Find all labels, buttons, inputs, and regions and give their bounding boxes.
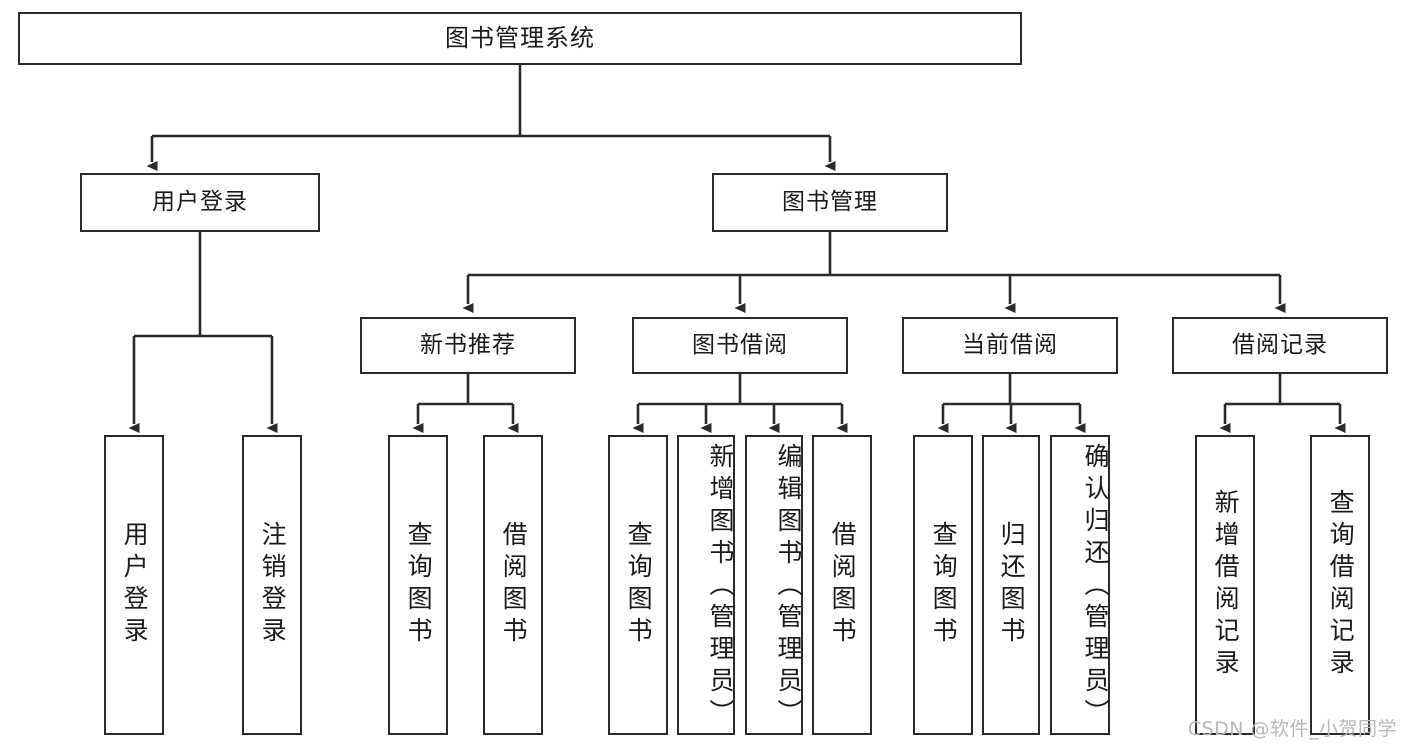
leaf-user-login-label: 用户登录 [120, 521, 150, 649]
leaf-borrow-book-1-label: 借阅图书 [499, 521, 529, 649]
leaf-query-book-3-label: 查询图书 [929, 521, 959, 649]
leaf-add-book-label: 新增图书（管理员） [706, 443, 735, 731]
leaf-confirm-return[interactable]: 确认归还（管理员） [1050, 435, 1110, 735]
node-book-manage-label: 图书管理 [782, 188, 878, 215]
node-root-label: 图书管理系统 [445, 24, 595, 53]
node-current-borrow[interactable]: 当前借阅 [902, 317, 1118, 374]
leaf-borrow-book-1[interactable]: 借阅图书 [483, 435, 543, 735]
node-new-book-rec-label: 新书推荐 [420, 331, 516, 358]
node-borrow-record-label: 借阅记录 [1232, 331, 1328, 358]
watermark: CSDN @软件_小贺同学 [1187, 718, 1397, 740]
node-current-borrow-label: 当前借阅 [962, 331, 1058, 358]
leaf-user-login[interactable]: 用户登录 [104, 435, 164, 735]
node-new-book-rec[interactable]: 新书推荐 [360, 317, 576, 374]
node-book-borrow[interactable]: 图书借阅 [632, 317, 848, 374]
leaf-edit-book-label: 编辑图书（管理员） [774, 443, 803, 731]
leaf-add-book[interactable]: 新增图书（管理员） [677, 435, 735, 735]
leaf-query-book-1-label: 查询图书 [404, 521, 434, 649]
node-book-borrow-label: 图书借阅 [692, 331, 788, 358]
leaf-logout[interactable]: 注销登录 [242, 435, 302, 735]
leaf-query-record-label: 查询借阅记录 [1326, 489, 1356, 681]
node-user-login-label: 用户登录 [152, 188, 248, 215]
leaf-query-record[interactable]: 查询借阅记录 [1310, 435, 1370, 735]
node-user-login[interactable]: 用户登录 [80, 173, 320, 232]
leaf-edit-book[interactable]: 编辑图书（管理员） [745, 435, 803, 735]
leaf-confirm-return-label: 确认归还（管理员） [1081, 443, 1110, 731]
node-root[interactable]: 图书管理系统 [18, 12, 1022, 65]
leaf-add-record[interactable]: 新增借阅记录 [1195, 435, 1255, 735]
leaf-query-book-2[interactable]: 查询图书 [608, 435, 668, 735]
leaf-borrow-book-2-label: 借阅图书 [828, 521, 858, 649]
leaf-query-book-1[interactable]: 查询图书 [388, 435, 448, 735]
leaf-return-book-label: 归还图书 [997, 521, 1027, 649]
leaf-return-book[interactable]: 归还图书 [982, 435, 1040, 735]
leaf-logout-label: 注销登录 [258, 521, 288, 649]
leaf-add-record-label: 新增借阅记录 [1211, 489, 1241, 681]
leaf-query-book-2-label: 查询图书 [624, 521, 654, 649]
node-book-manage[interactable]: 图书管理 [712, 173, 948, 232]
leaf-query-book-3[interactable]: 查询图书 [913, 435, 973, 735]
leaf-borrow-book-2[interactable]: 借阅图书 [812, 435, 872, 735]
node-borrow-record[interactable]: 借阅记录 [1172, 317, 1388, 374]
